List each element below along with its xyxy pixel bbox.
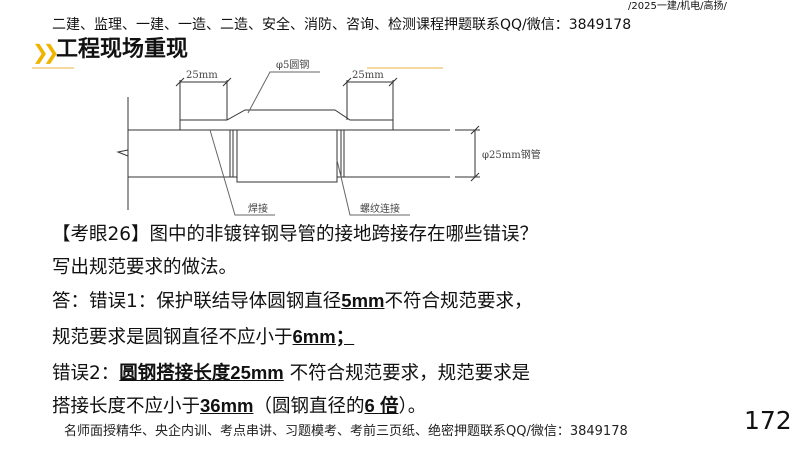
answer-line: 错误2：圆钢搭接长度25mm 不符合规范要求，规范要求是 (52, 362, 530, 385)
text: 不符合规范要求， (384, 291, 533, 312)
weld-label: 焊接 (248, 202, 268, 215)
emphasis: 36mm (200, 395, 254, 416)
emphasis: 6mm； (292, 326, 355, 347)
emphasis: 6 倍 (364, 395, 399, 416)
divider (32, 67, 74, 69)
question-line: 写出规范要求的做法。 (52, 257, 238, 278)
answer-line: 搭接长度不应小于36mm（圆钢直径的6 倍）。 (52, 395, 426, 418)
dim-right-label: 25mm (352, 70, 384, 81)
emphasis: 5mm (341, 290, 385, 311)
footer-banner: 名师面授精华、央企内训、考点串讲、习题模考、考前三页纸、绝密押题联系QQ/微信：… (64, 424, 628, 439)
question-line: 【考眼26】图中的非镀锌钢导管的接地跨接存在哪些错误？ (52, 224, 539, 245)
text: （圆钢直径的 (253, 396, 365, 417)
text: 错误2： (52, 363, 120, 384)
course-tag: /2025一建/机电/高扬/ (628, 1, 727, 12)
text: ）。 (398, 396, 427, 417)
text: 规范要求是圆钢直径不应小于 (52, 327, 293, 348)
round-steel (179, 109, 394, 131)
dim-left-label: 25mm (186, 70, 218, 81)
pipe-label: φ25mm钢管 (482, 148, 541, 161)
text: 答：错误1：保护联结导体圆钢直径 (52, 291, 342, 312)
header-banner: 二建、监理、一建、一造、二造、安全、消防、咨询、检测课程押题联系QQ/微信：38… (52, 17, 632, 33)
divider (367, 67, 443, 69)
text: 搭接长度不应小于 (52, 396, 201, 417)
pipe-diagram: φ5圆钢 25mm 25mm φ25mm钢管 焊接 螺纹连接 (116, 58, 541, 216)
text: 不符合规范要求，规范要求是 (283, 363, 531, 384)
page-number: 172 (744, 406, 792, 435)
break-mark (116, 149, 129, 157)
round-steel-label: φ5圆钢 (276, 58, 309, 71)
page-title: 工程现场重现 (56, 37, 189, 62)
thread-label: 螺纹连接 (360, 202, 400, 215)
emphasis: 圆钢搭接长度25mm (119, 362, 284, 383)
answer-line: 规范要求是圆钢直径不应小于6mm； (52, 326, 354, 349)
answer-line: 答：错误1：保护联结导体圆钢直径5mm不符合规范要求， (52, 290, 533, 313)
